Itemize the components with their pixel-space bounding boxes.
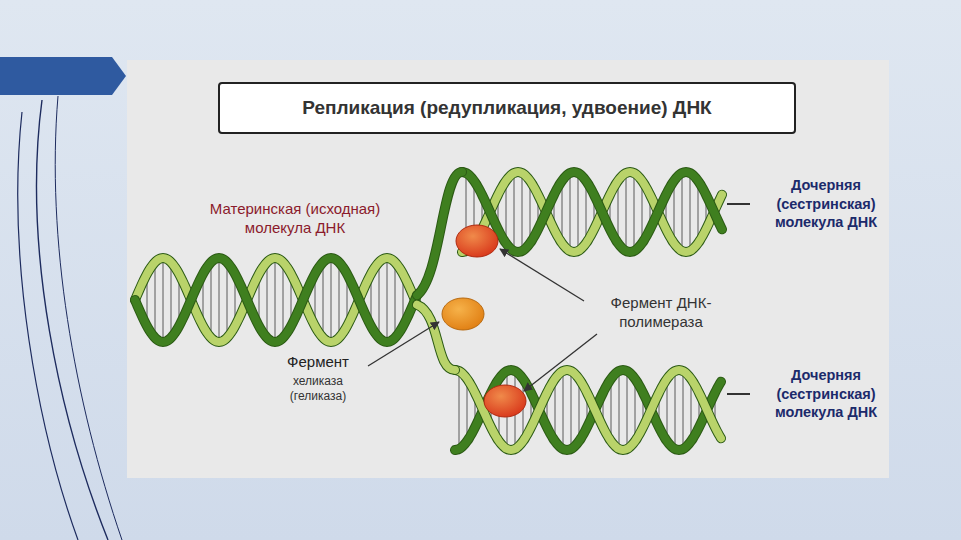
daughter-molecule-label: Дочерняя (сестринская) молекула ДНК	[759, 366, 894, 422]
enzymes	[442, 225, 526, 417]
helicase-label: Фермент	[272, 352, 364, 371]
daughter-molecule-label: Дочерняя (сестринская) молекула ДНК	[759, 176, 894, 232]
leader-lines	[368, 204, 750, 394]
parent-molecule-label: Материнская (исходная) молекула ДНК	[193, 199, 398, 237]
polymerase-label: Фермент ДНК-полимераза	[586, 293, 736, 331]
title-text: Репликация (редупликация, удвоение) ДНК	[302, 96, 711, 120]
helicase-name-label: хеликаза (геликаза)	[276, 374, 360, 405]
title-box: Репликация (редупликация, удвоение) ДНК	[218, 82, 796, 134]
slide-decoration	[0, 57, 889, 540]
